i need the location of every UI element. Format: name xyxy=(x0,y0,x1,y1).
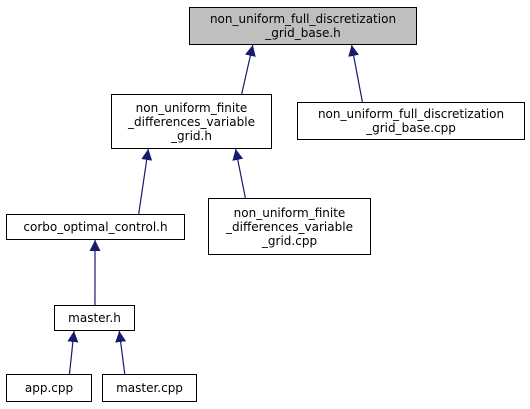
node-non-uniform-finite-differences-variable-grid-h[interactable]: non_uniform_finite _differences_variable… xyxy=(111,94,272,149)
node-line: non_uniform_full_discretization xyxy=(209,12,397,26)
edge-fd_var_h-to-fd_var_cpp xyxy=(232,148,246,199)
node-master-h[interactable]: master.h xyxy=(54,305,135,331)
node-non-uniform-finite-differences-variable-grid-cpp[interactable]: non_uniform_finite _differences_variable… xyxy=(208,198,371,255)
node-line: _grid_base.h xyxy=(265,26,341,40)
node-line: _differences_variable xyxy=(226,219,353,234)
node-line: _differences_variable xyxy=(128,114,255,129)
node-master-cpp[interactable]: master.cpp xyxy=(102,374,197,402)
edge-base_h-to-fd_var_h xyxy=(241,44,256,95)
node-line: non_uniform_finite xyxy=(233,205,346,220)
node-line: non_uniform_full_discretization xyxy=(317,107,505,121)
node-line: app.cpp xyxy=(24,381,74,395)
edge-master_h-to-app_cpp xyxy=(67,330,79,375)
node-corbo-optimal-control-h[interactable]: corbo_optimal_control.h xyxy=(6,214,185,240)
node-line: _grid.h xyxy=(171,128,212,143)
node-non-uniform-full-discretization-grid-base-cpp[interactable]: non_uniform_full_discretization _grid_ba… xyxy=(297,102,525,140)
node-non-uniform-full-discretization-grid-base-h[interactable]: non_uniform_full_discretization _grid_ba… xyxy=(189,7,417,45)
node-line: master.h xyxy=(68,311,121,325)
edge-master_h-to-master_cpp xyxy=(115,330,127,375)
node-line: corbo_optimal_control.h xyxy=(23,220,168,234)
edge-fd_var_h-to-corbo_h xyxy=(138,148,153,215)
node-line: _grid_base.cpp xyxy=(366,121,456,135)
node-line: _grid.cpp xyxy=(261,233,318,248)
node-line: non_uniform_finite xyxy=(135,100,248,115)
node-app-cpp[interactable]: app.cpp xyxy=(6,374,92,402)
node-line: master.cpp xyxy=(116,381,183,395)
edge-base_h-to-base_cpp xyxy=(348,44,363,103)
